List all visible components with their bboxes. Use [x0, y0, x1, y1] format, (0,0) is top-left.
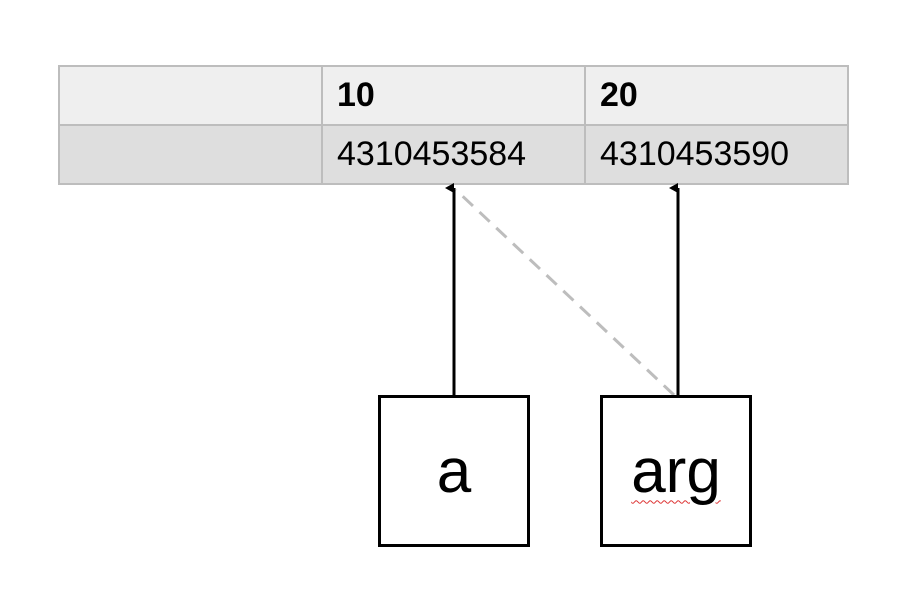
memory-table: 10 20 4310453584 4310453590	[58, 65, 849, 185]
memory-address-cell-1: 4310453584	[321, 124, 586, 185]
memory-value-row: 10 20	[58, 65, 849, 126]
memory-address-cell-2: 4310453590	[584, 124, 849, 185]
variable-label-arg: arg	[631, 436, 721, 506]
memory-address-row: 4310453584 4310453590	[58, 124, 849, 185]
variable-box-a: a	[378, 395, 530, 547]
memory-value-cell-10: 10	[321, 65, 586, 126]
dashed-reference-line	[454, 188, 676, 397]
memory-value-cell-0	[58, 65, 323, 126]
memory-address-cell-0	[58, 124, 323, 185]
memory-value-cell-20: 20	[584, 65, 849, 126]
variable-box-arg: arg	[600, 395, 752, 547]
variable-label-a: a	[436, 436, 472, 506]
